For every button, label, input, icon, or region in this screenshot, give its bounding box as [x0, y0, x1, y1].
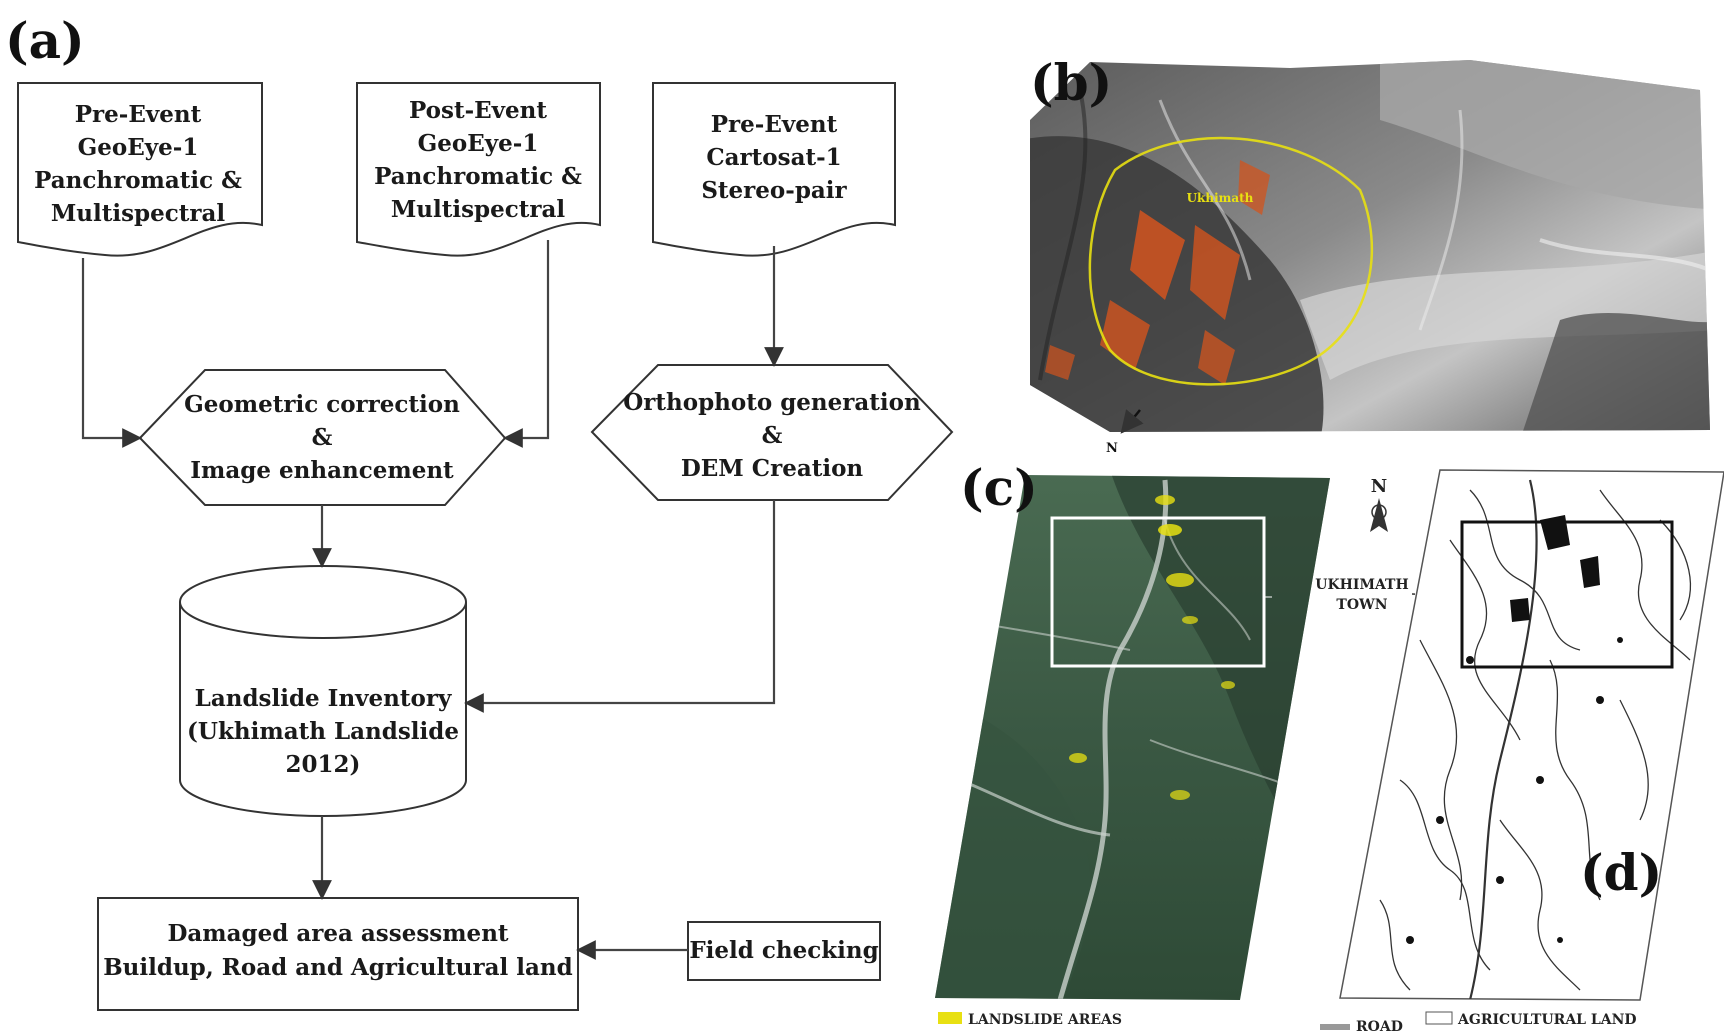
satellite-inset-box — [1050, 516, 1266, 668]
hex-ortho-line-1: Orthophoto generation — [623, 389, 921, 416]
north-symbol-letter: N — [1371, 476, 1387, 497]
doc-geoeye-pre-line-2: GeoEye-1 — [78, 134, 199, 161]
connector-pre-to-geometric — [81, 258, 142, 448]
doc-cartosat-line-1: Pre-Event — [711, 111, 838, 138]
satellite-image — [935, 475, 1330, 1000]
land-use-map — [1339, 469, 1724, 1001]
doc-cartosat-line-2: Cartosat-1 — [706, 144, 841, 171]
doc-geoeye-pre-line-4: Multispectral — [51, 200, 226, 227]
land-use-inset-box — [1460, 520, 1674, 669]
doc-geoeye-pre-line-1: Pre-Event — [75, 101, 202, 128]
doc-cartosat-line-3: Stereo-pair — [701, 177, 847, 204]
legend-road-label: ROAD — [1356, 1019, 1403, 1035]
hex-ortho-line-2: & — [762, 422, 783, 449]
legend-agri-label: AGRICULTURAL LAND — [1457, 1012, 1637, 1028]
legend-agri-swatch — [1425, 1011, 1453, 1025]
doc-geoeye-post-line-1: Post-Event — [409, 97, 547, 124]
doc-geoeye-post-line-3: Panchromatic & — [374, 163, 582, 190]
doc-geoeye-post-line-4: Multispectral — [391, 196, 566, 223]
town-label: UKHIMATH TOWN — [1315, 577, 1460, 613]
legend-landslide-swatch — [938, 1012, 962, 1024]
terrain-3d-view: Ukhimath N — [1030, 60, 1710, 456]
terrain-place-label: Ukhimath — [1187, 191, 1254, 205]
panel-label-d: (d) — [1580, 843, 1662, 902]
db-landslide-inventory: Landslide Inventory (Ukhimath Landslide … — [179, 565, 467, 817]
db-inventory-line-1: Landslide Inventory — [195, 685, 452, 712]
north-symbol: N — [1370, 476, 1388, 532]
doc-geoeye-pre: Pre-Event GeoEye-1 Panchromatic & Multis… — [17, 82, 263, 257]
doc-geoeye-post-line-2: GeoEye-1 — [418, 130, 539, 157]
box-field-checking: Field checking — [687, 921, 881, 981]
hex-geometric-correction: Geometric correction & Image enhancement — [138, 369, 507, 506]
connector-ortho-to-inventory — [464, 500, 776, 713]
hex-geometric-line-1: Geometric correction — [184, 391, 460, 418]
box-damage-assessment: Damaged area assessment Buildup, Road an… — [97, 897, 579, 1011]
hex-geometric-line-2: & — [312, 424, 333, 451]
legend-landslide-label: LANDSLIDE AREAS — [968, 1012, 1122, 1028]
doc-geoeye-pre-line-3: Panchromatic & — [34, 167, 242, 194]
box-damage-line-2: Buildup, Road and Agricultural land — [103, 954, 573, 981]
terrain-north-letter: N — [1106, 441, 1118, 456]
town-label-line-1: UKHIMATH — [1315, 577, 1408, 593]
hex-orthophoto: Orthophoto generation & DEM Creation — [590, 364, 954, 501]
town-label-line-2: TOWN — [1336, 597, 1387, 613]
box-field-line-1: Field checking — [689, 937, 878, 964]
hex-ortho-line-3: DEM Creation — [681, 455, 864, 482]
legend-road-swatch — [1320, 1024, 1350, 1030]
doc-cartosat: Pre-Event Cartosat-1 Stereo-pair — [652, 82, 896, 257]
panel-label-a: (a) — [5, 11, 85, 70]
box-damage-line-1: Damaged area assessment — [167, 920, 508, 947]
connector-post-to-geometric — [503, 240, 550, 448]
hex-geometric-line-3: Image enhancement — [190, 457, 454, 484]
db-inventory-line-2: (Ukhimath Landslide — [187, 718, 459, 745]
doc-geoeye-post: Post-Event GeoEye-1 Panchromatic & Multi… — [356, 82, 601, 257]
db-inventory-line-3: 2012) — [286, 751, 361, 778]
terrain-north-arrow: N — [1106, 409, 1144, 456]
panel-label-c: (c) — [960, 458, 1038, 517]
panel-label-b: (b) — [1030, 53, 1112, 112]
map-legend: LANDSLIDE AREAS ROAD AGRICULTURAL LAND — [938, 1011, 1637, 1035]
